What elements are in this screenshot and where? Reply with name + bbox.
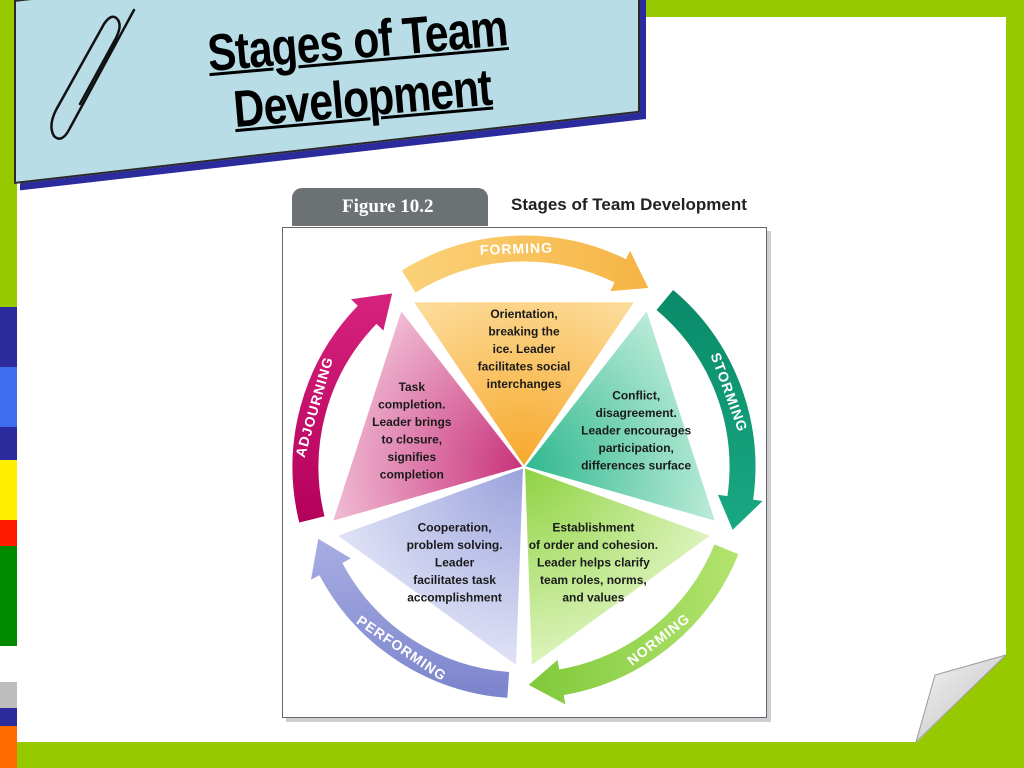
adjourning-description-line: Task [399,380,426,394]
storming-description: Conflict, disagreement. Leader encourages p… [581,389,691,473]
left-strip-navy-3 [0,708,17,726]
forming-description-line: facilitates social [478,360,571,374]
figure-title: Stages of Team Development [511,195,747,214]
adjourning-description-line: completion. [378,397,445,411]
left-strip-navy [0,307,17,367]
adjourning-arrow [291,292,394,524]
figure-number-tab: Figure 10.2 [292,188,488,226]
norming-description-line: Leader helps clarify [537,556,650,570]
forming-description: Orientation, breaking the ice. Leader facil… [478,307,571,391]
adjourning-wedge [330,307,526,524]
adjourning-description-line: to closure, [381,432,442,446]
norming-description-line: team roles, norms, [540,573,647,587]
performing-description: Cooperation, problem solving. Leader facili… [407,521,503,605]
performing-wedge [333,465,526,669]
left-strip-white [0,646,17,682]
norming-description-line: and values [562,591,624,605]
storming-description-line: disagreement. [596,406,677,420]
performing-description-line: Cooperation, [418,521,492,535]
performing-label: PERFORMING [354,612,450,684]
storming-description-line: participation, [599,441,674,455]
adjourning-description-line: completion [380,467,444,481]
left-strip-red [0,520,17,546]
norming-description-line: of order and cohesion. [529,538,658,552]
left-strip-blue [0,367,17,427]
forming-description-line: interchanges [487,377,562,391]
forming-label: FORMING [480,239,554,258]
left-strip-yellow [0,460,17,520]
forming-description-line: Orientation, [490,307,557,321]
forming-description-line: ice. Leader [493,342,556,356]
left-strip-orange [0,726,17,768]
storming-description-line: differences surface [581,459,691,473]
storming-arrow [655,288,765,532]
performing-description-line: facilitates task [413,573,496,587]
forming-wedge [410,300,638,469]
adjourning-description: Task completion. Leader brings to closure, s… [372,380,452,482]
left-strip-green [0,546,17,646]
left-strip-gray [0,682,17,708]
forming-arrow [400,234,650,294]
performing-arrow [309,537,511,699]
performing-description-line: problem solving. [407,538,503,552]
left-strip-navy-2 [0,427,17,460]
performing-description-line: accomplishment [407,591,502,605]
storming-description-line: Leader encourages [581,424,691,438]
norming-wedge [522,465,715,669]
performing-description-line: Leader [435,556,475,570]
adjourning-description-line: signifies [387,450,436,464]
storming-wedge [522,307,718,524]
storming-description-line: Conflict, [612,389,660,403]
adjourning-description-line: Leader brings [372,415,452,429]
norming-description: Establishment of order and cohesion. Leade… [529,521,658,605]
forming-description-line: breaking the [488,325,560,339]
norming-description-line: Establishment [552,521,634,535]
norming-arrow [526,543,740,707]
